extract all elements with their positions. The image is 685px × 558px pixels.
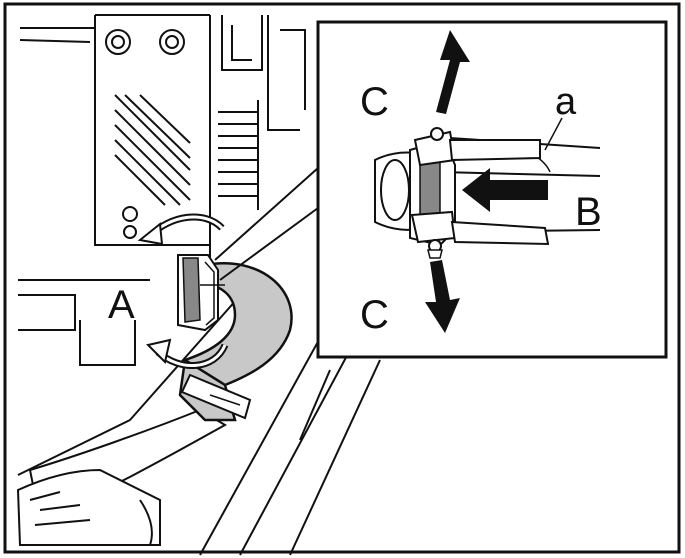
engine-block: [17, 14, 381, 556]
coolant-hose: [178, 262, 293, 422]
label-a: a: [555, 81, 577, 123]
lower-hose: [16, 408, 227, 546]
push-arrow-left: [462, 168, 548, 212]
label-A: A: [108, 283, 135, 327]
label-C-bottom: C: [360, 293, 389, 337]
label-C-top: C: [360, 80, 389, 124]
rotate-arrow-top: [137, 213, 225, 246]
callout-lines: [214, 167, 319, 281]
hose-clamp: [177, 254, 225, 332]
rotate-arrow-bottom: [146, 338, 229, 369]
label-B: B: [575, 190, 602, 234]
pull-arrow-down: [425, 260, 460, 333]
pull-arrow-up: [436, 30, 470, 114]
